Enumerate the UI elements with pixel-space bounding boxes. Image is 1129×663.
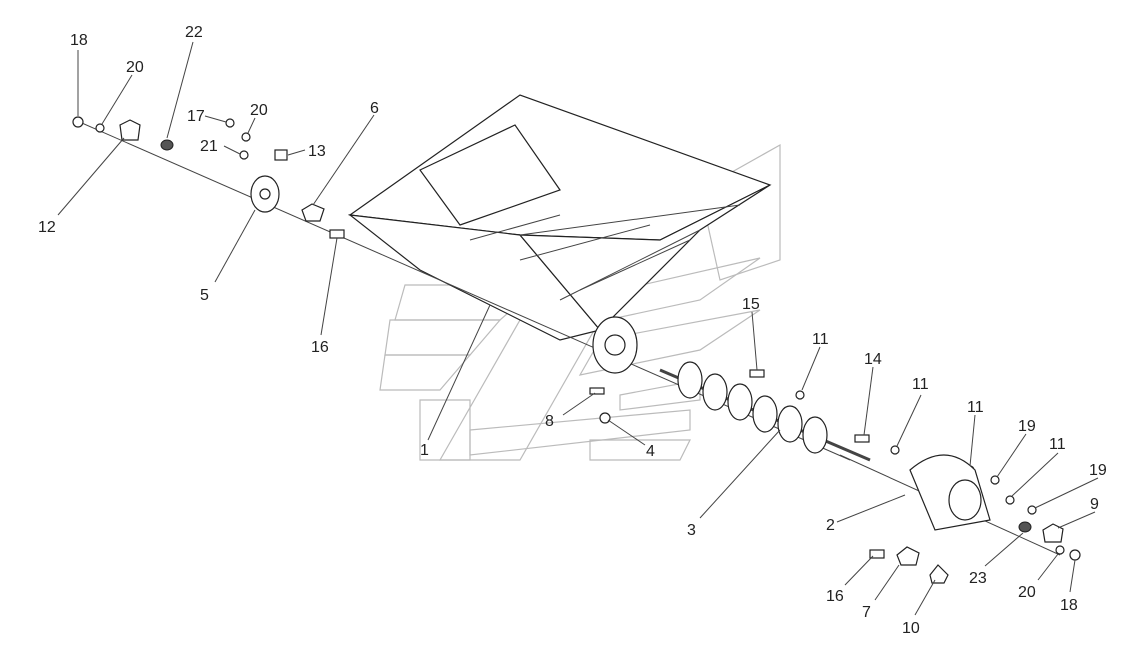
hopper-side-parts <box>589 316 638 424</box>
nut-19a <box>990 475 1000 485</box>
washer-11a <box>795 390 805 400</box>
callout-1: 1 <box>420 442 429 459</box>
callout-15: 15 <box>742 296 760 313</box>
callout-13: 13 <box>308 143 326 160</box>
callout-3: 3 <box>687 522 696 539</box>
bearing-housing-12 <box>119 119 141 141</box>
washer-20-left <box>95 123 105 133</box>
callout-16-left: 16 <box>311 339 329 356</box>
nut-18-left <box>72 116 84 128</box>
callout-14: 14 <box>864 351 882 368</box>
bearing-22 <box>160 139 174 151</box>
auger-3 <box>659 361 871 462</box>
washer-11b <box>890 445 900 455</box>
callout-21: 21 <box>200 138 218 155</box>
callout-20-right: 20 <box>1018 584 1036 601</box>
bearing-flange-6 <box>301 203 325 222</box>
callout-20-topleft: 20 <box>126 59 144 76</box>
callout-23: 23 <box>969 570 987 587</box>
flange-7 <box>896 546 920 566</box>
callout-20-mid: 20 <box>250 102 268 119</box>
bearing-10 <box>929 564 949 584</box>
callout-11c: 11 <box>967 399 984 416</box>
callout-8: 8 <box>545 413 554 430</box>
callout-4: 4 <box>646 443 655 460</box>
bolt-16-left <box>329 229 345 239</box>
callout-17: 17 <box>187 108 205 125</box>
callout-16-right: 16 <box>826 588 844 605</box>
callout-5: 5 <box>200 287 209 304</box>
callout-11b: 11 <box>912 376 929 393</box>
callout-12: 12 <box>38 219 56 236</box>
bolt-13 <box>274 149 288 161</box>
nut-19b <box>1027 505 1037 515</box>
callout-7: 7 <box>862 604 871 621</box>
callout-18-right: 18 <box>1060 597 1078 614</box>
right-hardware <box>795 390 1081 584</box>
callout-6: 6 <box>370 100 379 117</box>
hopper-frame <box>347 94 772 341</box>
washer-20-mid <box>241 132 251 142</box>
bolt-15 <box>749 369 765 378</box>
callout-19a: 19 <box>1018 418 1036 435</box>
callout-11d: 11 <box>1049 436 1066 453</box>
bolt-17 <box>225 118 235 128</box>
left-hardware <box>72 116 345 239</box>
callout-22: 22 <box>185 24 203 41</box>
callout-11a: 11 <box>812 331 829 348</box>
disc-5-hub <box>259 188 271 200</box>
leader-lines <box>57 41 1099 616</box>
nut-18-right <box>1069 549 1081 561</box>
bolt-16-right <box>869 549 885 559</box>
callout-2: 2 <box>826 517 835 534</box>
nut-4 <box>599 412 611 424</box>
washer-20-right <box>1055 545 1065 555</box>
callout-19b: 19 <box>1089 462 1107 479</box>
bearing-23 <box>1018 521 1032 533</box>
washer-21 <box>239 150 249 160</box>
callout-9: 9 <box>1090 496 1099 513</box>
bearing-housing-9 <box>1042 523 1064 543</box>
callout-labels: 18 20 22 17 20 21 13 6 12 5 16 1 8 4 15 … <box>38 24 1107 637</box>
bolt-14 <box>854 434 870 443</box>
plate-8 <box>589 387 605 395</box>
callout-10: 10 <box>902 620 920 637</box>
washer-11d <box>1005 495 1015 505</box>
callout-18-topleft: 18 <box>70 32 88 49</box>
